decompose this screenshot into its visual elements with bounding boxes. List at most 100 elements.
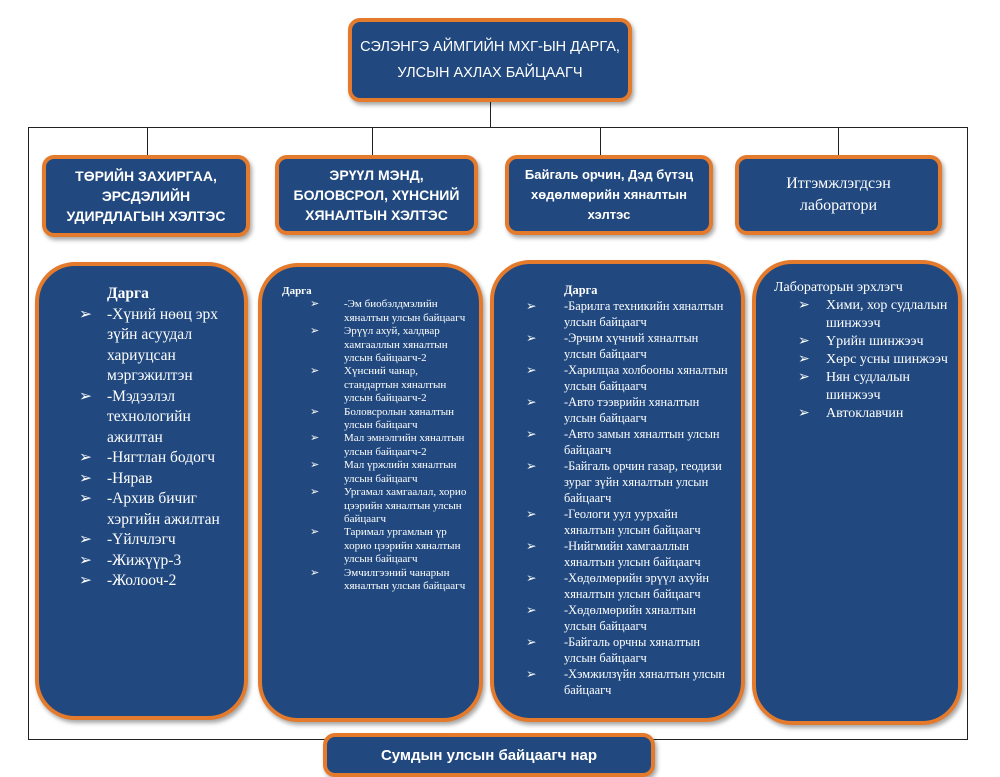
staff-position: -Байгаль орчны хяналтын улсын байцаагч [564, 635, 701, 665]
staff-list-item: ➢ Хөрс усны шинжээч [774, 351, 950, 369]
staff-list-item: ➢ -Харилцаа холбооны хяналтын улсын байца… [526, 362, 731, 394]
staff-position: -Харилцаа холбооны хяналтын улсын байцаа… [564, 363, 728, 393]
arrow-bullet-icon: ➢ [526, 507, 537, 521]
arrow-bullet-icon: ➢ [798, 352, 810, 367]
staff-position: Хөрс усны шинжээч [826, 352, 948, 367]
staff-head-title: Лабораторын эрхлэгч [774, 280, 903, 295]
staff-list-item: ➢ -Авто замын хяналтын улсын байцаагч [526, 426, 731, 458]
staff-position: -Үйлчлэгч [107, 531, 176, 548]
connector-4 [838, 127, 839, 157]
connector-2 [372, 127, 373, 157]
director-box: СЭЛЭНГЭ АЙМГИЙН МХГ-ЫН ДАРГА, УЛСЫН АХЛА… [348, 18, 632, 102]
staff-list-item: ➢-Жолооч-2 [79, 571, 234, 592]
staff-position: Автоклавчин [826, 406, 904, 421]
staff-position: -Эм биобэлдмэлийн хяналтын улсын байцааг… [344, 298, 466, 324]
staff-head-title: Дарга [282, 285, 312, 297]
arrow-bullet-icon: ➢ [526, 571, 537, 585]
arrow-bullet-icon: ➢ [310, 365, 320, 378]
director-title-line2: УЛСЫН АХЛАХ БАЙЦААГЧ [397, 65, 583, 81]
dept-staff-admin: Дарга➢-Хүний нөөц эрх зүйн асуудал хариу… [35, 262, 248, 720]
arrow-bullet-icon: ➢ [79, 387, 92, 405]
arrow-bullet-icon: ➢ [310, 526, 320, 539]
staff-position: -Нийгмийн хамгааллын хяналтын улсын байц… [564, 539, 701, 569]
staff-list-item: ➢Автоклавчин [774, 405, 950, 423]
staff-list-item: ➢ Үрийн шинжээч [774, 333, 950, 351]
staff-list-item: ➢ -Эрчим хүчний хяналтын улсын байцаагч [526, 330, 731, 362]
staff-position: -Авто замын хяналтын улсын байцаагч [564, 427, 720, 457]
staff-list-item: ➢ Хими, хор судлалын шинжээч [774, 297, 950, 333]
connector-top [490, 100, 491, 127]
arrow-bullet-icon: ➢ [526, 331, 537, 345]
staff-list: ➢ -Хүний нөөц эрх зүйн асуудал хариуцсан … [79, 305, 234, 592]
staff-list-item: ➢-Хүний нөөц эрх зүйн асуудал хариуцсан … [79, 305, 234, 387]
arrow-bullet-icon: ➢ [798, 334, 810, 349]
dept-staff-environment: Дарга➢-Барилга техникийн хяналтын улсын … [490, 260, 745, 722]
staff-list-item: ➢ -Хэмжилзүйн хяналтын улсын байцаагч [526, 666, 731, 698]
staff-list-item: ➢Эрүүл ахуй, халдвар хамгааллын хяналтын… [282, 325, 469, 365]
staff-list-item: ➢-Байгаль орчин газар, геодизи зураг зүй… [526, 458, 731, 506]
connector-3 [600, 127, 601, 157]
arrow-bullet-icon: ➢ [79, 531, 92, 548]
dept-staff-laboratory: Лабораторын эрхлэгч ➢ Хими, хор судлалын ш… [752, 260, 962, 725]
staff-position: Нян судлалын шинжээч [826, 370, 911, 403]
staff-position: Эрүүл ахуй, халдвар хамгааллын хяналтын … [344, 325, 448, 365]
staff-position: Эмчилгээний чанарын хяналтын улсын байца… [344, 566, 466, 592]
staff-list-item: ➢ Ургамал хамгаалал, хорио цээрийн хяналт… [282, 486, 469, 526]
staff-position: -Мэдээлэл технологийн ажилтан [107, 387, 191, 446]
arrow-bullet-icon: ➢ [526, 299, 537, 313]
staff-position: Ургамал хамгаалал, хорио цээрийн хяналты… [344, 486, 467, 525]
staff-list-item: ➢-Байгаль орчны хяналтын улсын байцаагч [526, 634, 731, 666]
staff-position: Хими, хор судлалын шинжээч [826, 298, 948, 331]
dept-header-label: Итгэмжлэгдсэн лаборатори [786, 175, 891, 214]
staff-list-item: ➢ Боловсролын хяналтын улсын байцаагч [282, 406, 469, 433]
staff-list-item: ➢-Геологи уул уурхайн хяналтын улсын бай… [526, 506, 731, 538]
staff-position: Мал үржлийн хяналтын улсын байцаагч [344, 459, 457, 485]
arrow-bullet-icon: ➢ [310, 432, 320, 445]
staff-list-item: ➢-Нягтлан бодогч [79, 448, 234, 469]
staff-position: Хүнсний чанар, стандартын хяналтын улсын… [344, 365, 447, 405]
dept-header-label: ТӨРИЙН ЗАХИРГАА, ЭРСДЭЛИЙН УДИРДЛАГЫН ХЭ… [66, 168, 226, 224]
staff-list-item: ➢-Авто тээврийн хяналтын улсын байцаагч [526, 394, 731, 426]
staff-position: -Хүний нөөц эрх зүйн асуудал хариуцсан м… [107, 305, 218, 385]
staff-position: -Архив бичиг хэргийн ажилтан [107, 490, 220, 528]
arrow-bullet-icon: ➢ [79, 469, 92, 487]
staff-position: Боловсролын хяналтын улсын байцаагч [344, 405, 455, 432]
dept-header-label: Байгаль орчин, Дэд бүтэц хөдөлмөрийн хян… [524, 167, 694, 222]
arrow-bullet-icon: ➢ [526, 459, 537, 473]
staff-list-item: ➢Нян судлалын шинжээч [774, 369, 950, 405]
director-title-line1: СЭЛЭНГЭ АЙМГИЙН МХГ-ЫН ДАРГА, [360, 39, 620, 55]
arrow-bullet-icon: ➢ [310, 298, 320, 311]
arrow-bullet-icon: ➢ [310, 405, 320, 418]
staff-list-item: ➢-Нярав [79, 469, 234, 490]
dept-staff-health: Дарга➢-Эм биобэлдмэлийн хяналтын улсын б… [258, 263, 483, 722]
staff-list-item: ➢Мал эмнэлгийн хяналтын улсын байцаагч-2 [282, 432, 469, 459]
staff-list: ➢ Хими, хор судлалын шинжээч ➢ Үрийн шинжээ… [774, 297, 950, 423]
staff-position: Таримал ургамлын үр хорио цээрийн хяналт… [344, 526, 461, 566]
dept-header-health: ЭРҮҮЛ МЭНД, БОЛОВСРОЛ, ХҮНСНИЙ ХЯНАЛТЫН … [275, 155, 478, 235]
staff-position: -Барилга техникийн хяналтын улсын байцаа… [564, 299, 724, 329]
arrow-bullet-icon: ➢ [526, 667, 537, 681]
arrow-bullet-icon: ➢ [798, 298, 810, 313]
arrow-bullet-icon: ➢ [526, 363, 537, 377]
staff-position: -Жижүүр-3 [107, 551, 182, 569]
bottom-label: Сумдын улсын байцаагч нар [380, 746, 598, 764]
staff-list-item: ➢ -Барилга техникийн хяналтын улсын байца… [526, 298, 731, 330]
dept-header-label: ЭРҮҮЛ МЭНД, БОЛОВСРОЛ, ХҮНСНИЙ ХЯНАЛТЫН … [293, 167, 460, 223]
staff-list-item: ➢ -Жижүүр-3 [79, 551, 234, 572]
dept-header-laboratory: Итгэмжлэгдсэн лаборатори [735, 155, 942, 235]
staff-list-item: ➢ -Үйлчлэгч [79, 530, 234, 551]
staff-position: Үрийн шинжээч [826, 334, 924, 349]
staff-position: -Эрчим хүчний хяналтын улсын байцаагч [564, 331, 699, 361]
staff-position: -Авто тээврийн хяналтын улсын байцаагч [564, 395, 700, 425]
arrow-bullet-icon: ➢ [79, 551, 92, 569]
arrow-bullet-icon: ➢ [79, 490, 92, 507]
arrow-bullet-icon: ➢ [310, 486, 320, 499]
arrow-bullet-icon: ➢ [526, 427, 537, 441]
staff-position: -Жолооч-2 [107, 572, 177, 589]
arrow-bullet-icon: ➢ [526, 539, 537, 553]
staff-position: -Хэмжилзүйн хяналтын улсын байцаагч [564, 667, 726, 697]
connector-1 [147, 127, 148, 157]
staff-list-item: ➢ Хүнсний чанар, стандартын хяналтын улсы… [282, 365, 469, 405]
dept-header-admin: ТӨРИЙН ЗАХИРГАА, ЭРСДЭЛИЙН УДИРДЛАГЫН ХЭ… [42, 155, 250, 237]
staff-list-item: ➢ -Архив бичиг хэргийн ажилтан [79, 489, 234, 530]
